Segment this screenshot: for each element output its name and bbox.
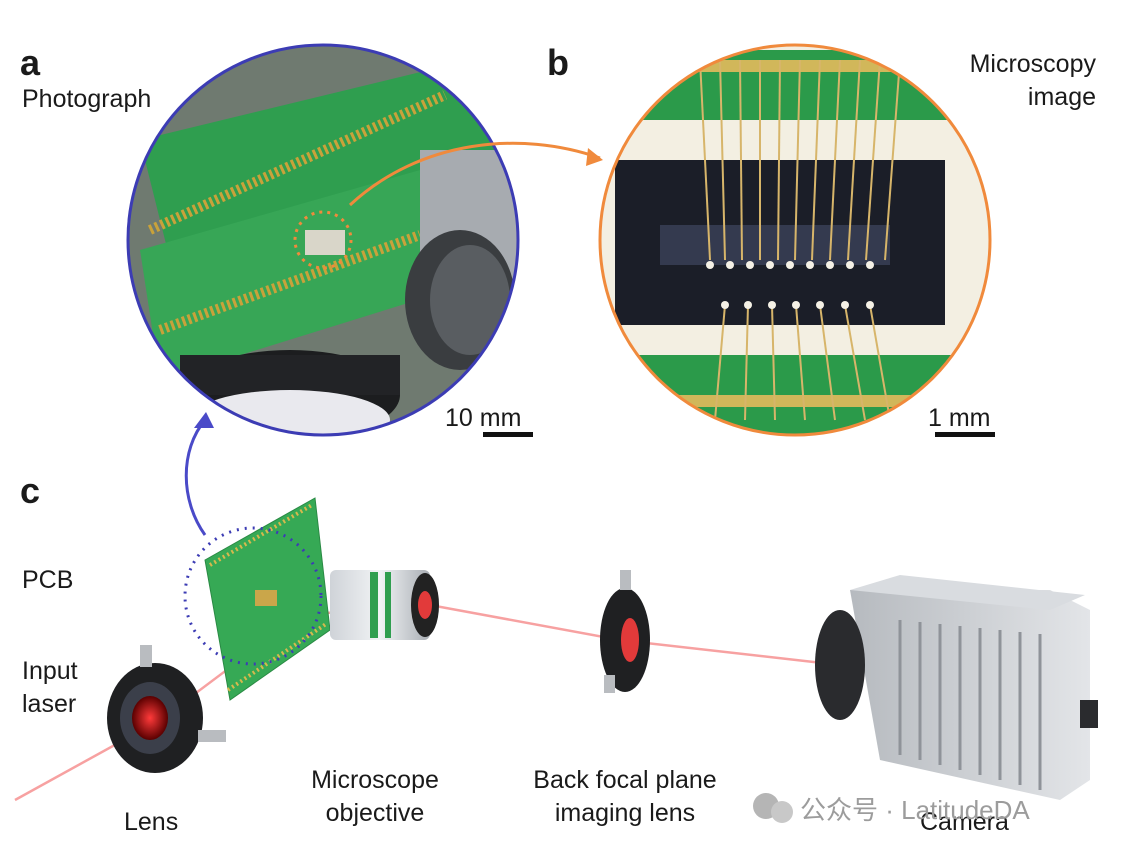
zoom-marker-circle (293, 210, 353, 270)
panel-a-title: Photograph (22, 85, 152, 113)
microscopy-circle (600, 45, 990, 435)
microscope-objective (330, 570, 439, 640)
orange-arrow-line (348, 141, 601, 207)
microscopy-circle-border (598, 43, 992, 437)
input-laser-label-line1: Input (22, 657, 78, 685)
camera-label: Camera (920, 808, 1009, 836)
panel-b-letter: b (547, 42, 569, 83)
pcb-board (204, 497, 331, 701)
panel-b-title-line1: Microscopy (969, 50, 1096, 78)
input-laser-label-line2: laser (22, 690, 77, 718)
watermark-text: 公众号 · LatitudeDA (800, 795, 1030, 825)
pcb-highlight-circle (183, 526, 323, 666)
bfp-label-line2: imaging lens (554, 799, 696, 827)
orange-arrowhead (586, 148, 603, 166)
photograph-circle (128, 45, 518, 435)
panel-a-letter: a (20, 42, 41, 83)
objective-label-line1: Microscope (311, 766, 439, 794)
bfp-label-line1: Back focal plane (533, 766, 717, 794)
panel-b-title-line2: image (1027, 83, 1096, 111)
panel-b-scale-label: 1 mm (928, 404, 991, 432)
camera-body (815, 575, 1098, 800)
lens-label: Lens (124, 808, 179, 836)
blue-arrowhead (194, 412, 214, 428)
panel-b-scale-bar (935, 432, 995, 437)
bfp-lens-mount (600, 570, 650, 693)
panel-a-scale-label: 10 mm (445, 404, 522, 432)
input-lens-mount (107, 645, 226, 773)
blue-arrow-line (184, 419, 207, 536)
photograph-circle-border (126, 43, 520, 437)
wechat-icon (753, 793, 793, 823)
panel-c-letter: c (20, 470, 41, 511)
objective-label-line2: objective (325, 799, 425, 827)
panel-a-scale-bar (483, 432, 533, 437)
pcb-label: PCB (22, 566, 74, 594)
